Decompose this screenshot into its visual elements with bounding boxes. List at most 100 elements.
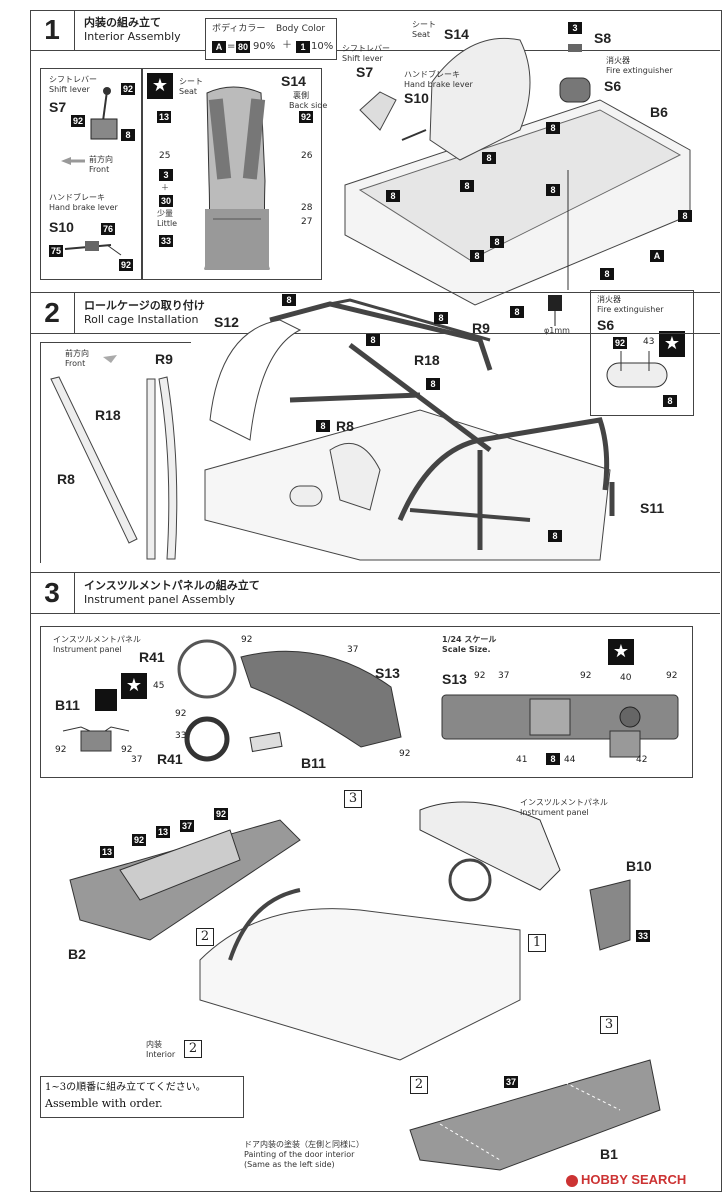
r41-label: R41 <box>139 649 165 665</box>
part-8-badge: 8 <box>460 180 474 192</box>
front-jp: 前方向 <box>89 155 113 164</box>
part-8-badge: 8 <box>678 210 692 222</box>
door-note-jp: ドア内装の塗装（左側と同様に） <box>244 1140 364 1149</box>
handbrake-jp: ハンドブレーキ <box>49 193 105 202</box>
part-8-badge: 8 <box>600 268 614 280</box>
s13-label: S13 <box>375 665 400 681</box>
interior-en: Interior <box>146 1050 176 1059</box>
step-ref-3: 3 <box>600 1016 618 1034</box>
part-92-badge: 92 <box>613 337 627 349</box>
part-8-badge: 8 <box>546 122 560 134</box>
part-92-badge: 92 <box>299 111 313 123</box>
s6-label-main: S6 <box>604 78 622 94</box>
b11-label: B11 <box>55 697 80 713</box>
step-ref-3: 3 <box>344 790 362 808</box>
extinguisher-detail-box: 消火器 Fire extinguisher S6 ★ 92 43 8 <box>590 290 694 416</box>
part-13-badge: 13 <box>156 826 170 838</box>
shift-part-label: S7 <box>49 99 67 115</box>
ip-en: Instrument panel <box>53 645 122 654</box>
step3-title-en: Instrument panel Assembly <box>84 593 236 606</box>
star-icon: ★ <box>659 331 685 357</box>
paint-pct-a: 90% <box>253 41 276 52</box>
little-jp: 少量 <box>157 209 173 218</box>
part-26-label: 26 <box>301 151 313 161</box>
paint-a-badge-main: A <box>650 250 664 262</box>
interior-ref-2: 2 <box>184 1040 202 1058</box>
part-92-badge: 92 <box>121 83 135 95</box>
part-37-badge: 37 <box>180 820 194 832</box>
ip-jp: インスツルメントパネル <box>53 635 141 644</box>
part-8-badge: 8 <box>546 184 560 196</box>
part-8-badge: 8 <box>663 395 677 407</box>
part-33-label: 33 <box>175 731 187 741</box>
final-ip-jp: インスツルメントパネル <box>520 798 608 807</box>
part-8-badge: 8 <box>386 190 400 202</box>
part-25-label: 25 <box>159 151 171 161</box>
body-color-box: ボディカラー Body Color A = 80 90% ＋ 1 10% <box>205 18 337 60</box>
b10-label: B10 <box>626 858 652 874</box>
step1-title-jp: 内装の組み立て <box>84 16 161 29</box>
part-8-badge: 8 <box>548 530 562 542</box>
step2-title-en: Roll cage Installation <box>84 313 199 326</box>
handbrake-part-main: S10 <box>404 90 429 106</box>
door-note-en2: (Same as the left side) <box>244 1160 335 1169</box>
part-33-badge: 33 <box>159 235 173 247</box>
little-en: Little <box>157 219 178 228</box>
part-40-label: 40 <box>620 673 632 683</box>
shift-lever-en: Shift lever <box>49 85 90 94</box>
paint-a-badge: A <box>212 41 226 53</box>
r8-label: R8 <box>57 471 75 487</box>
part-37-label: 37 <box>347 645 359 655</box>
front-en: Front <box>65 359 86 368</box>
step3-number: 3 <box>30 573 75 613</box>
handbrake-en-main: Hand brake lever <box>404 80 473 89</box>
r18-label-main: R18 <box>414 352 440 368</box>
extinguisher-en: Fire extinguisher <box>597 305 664 314</box>
scale-jp: 1/24 スケール <box>442 635 497 644</box>
seat-drawing <box>204 86 270 270</box>
part-8-badge: 8 <box>482 152 496 164</box>
extinguisher-jp-main: 消火器 <box>606 56 630 65</box>
s12-label: S12 <box>214 314 239 330</box>
part-8-badge: 8 <box>366 334 380 346</box>
part-30-badge: 30 <box>159 195 173 207</box>
step1-header: 1 内装の組み立て Interior Assembly <box>30 10 720 51</box>
step2-number: 2 <box>30 293 75 333</box>
instruction-sheet <box>30 10 722 1192</box>
watermark-text: HOBBY SEARCH <box>581 1172 687 1187</box>
seat-en-main: Seat <box>412 30 431 39</box>
seat-part-label: S14 <box>281 73 306 89</box>
part-8-badge: 8 <box>316 420 330 432</box>
decal-logo-icon <box>95 689 117 711</box>
part-13-badge: 13 <box>157 111 171 123</box>
roll-bar-orientation-box: 前方向 Front R9 R18 R8 <box>40 342 191 563</box>
part-92-badge: 92 <box>71 115 85 127</box>
part-8-badge: 8 <box>546 753 560 765</box>
shift-handbrake-detail-box: シフトレバー Shift lever S7 92 92 8 前方向 Front … <box>40 68 142 280</box>
drill-size-label: φ1mm <box>544 326 570 335</box>
part-28-label: 28 <box>301 203 313 213</box>
step-ref-1: 1 <box>528 934 546 952</box>
roll-bars-drawing <box>50 355 178 560</box>
shift-lever-drawing <box>61 87 122 256</box>
part-75-badge: 75 <box>49 245 63 257</box>
front-en: Front <box>89 165 110 174</box>
part-8-badge: 8 <box>470 250 484 262</box>
part-8-badge: 8 <box>426 378 440 390</box>
part-92-label: 92 <box>666 671 678 681</box>
b2-label: B2 <box>68 946 86 962</box>
part-92-label: 92 <box>55 745 67 755</box>
star-icon: ★ <box>608 639 634 665</box>
shift-part-main: S7 <box>356 64 374 80</box>
b1-label: B1 <box>600 1146 618 1162</box>
paint-plus: ＋ <box>282 40 292 51</box>
part-8-badge: 8 <box>510 306 524 318</box>
seat-part-main: S14 <box>444 26 469 42</box>
part-92-label: 92 <box>474 671 486 681</box>
shift-jp-main: シフトレバー <box>342 44 390 53</box>
star-icon: ★ <box>121 673 147 699</box>
step-ref-2: 2 <box>410 1076 428 1094</box>
final-ip-en: Instrument panel <box>520 808 589 817</box>
